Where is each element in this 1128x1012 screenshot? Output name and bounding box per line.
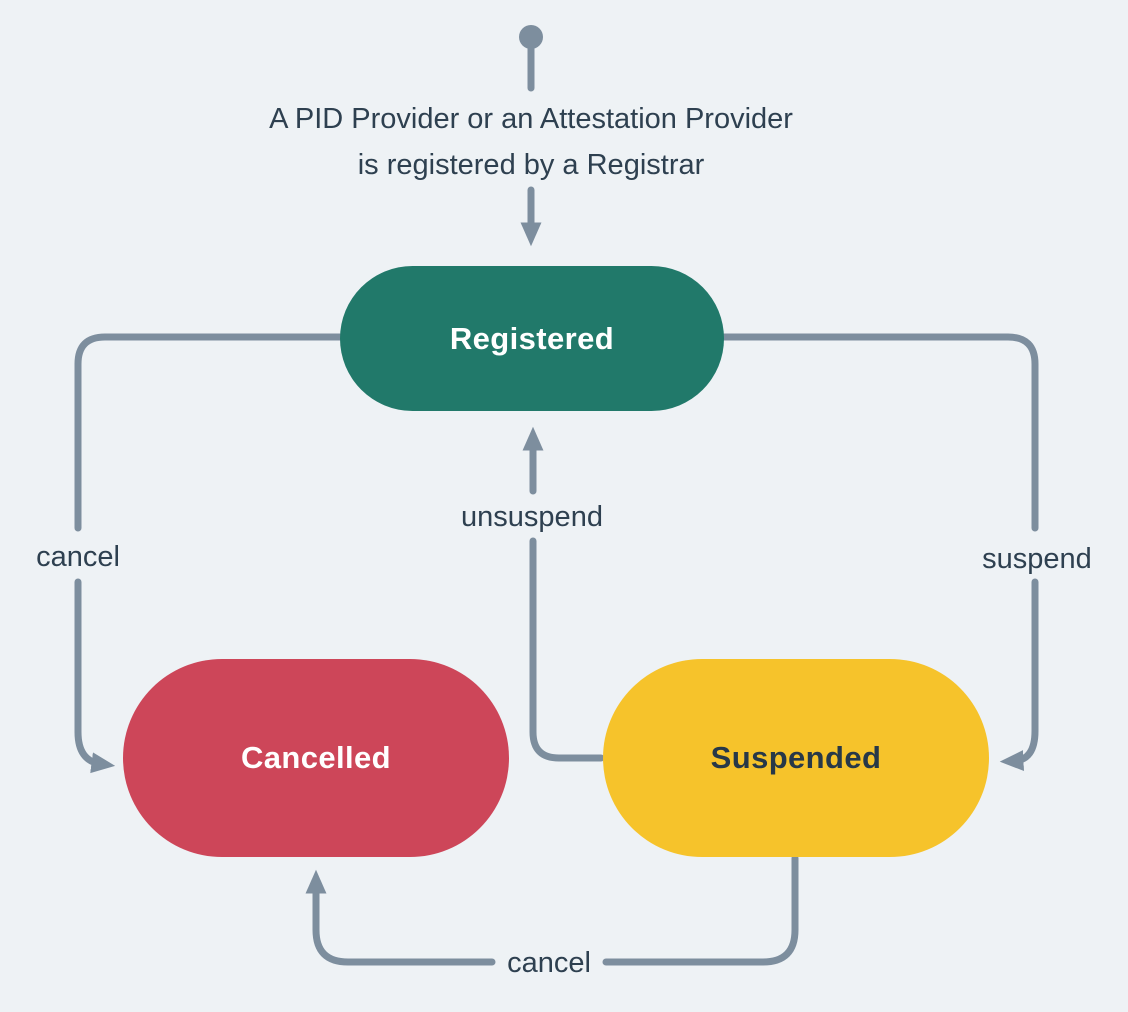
state-registered: Registered bbox=[340, 266, 724, 411]
transition-label-cancel-left: cancel bbox=[36, 541, 120, 573]
state-cancelled-label: Cancelled bbox=[240, 740, 392, 775]
transition-label-suspend: suspend bbox=[982, 543, 1092, 575]
edge-registered-to-suspended-upper bbox=[719, 333, 1039, 532]
transition-label-cancel-bottom: cancel bbox=[507, 947, 591, 979]
start-annotation-line-1: A PID Provider or an Attestation Provide… bbox=[269, 103, 793, 135]
state-suspended: Suspended bbox=[603, 659, 989, 857]
transition-label-unsuspend: unsuspend bbox=[461, 501, 603, 533]
edge-suspended-to-registered-lower bbox=[529, 537, 605, 762]
edge-registered-to-cancelled-lower bbox=[74, 578, 116, 774]
start-annotation-line-2: is registered by a Registrar bbox=[357, 149, 705, 181]
edge-registered-to-suspended-lower bbox=[999, 578, 1039, 772]
state-cancelled: Cancelled bbox=[123, 659, 509, 857]
edge-registered-to-cancelled-upper bbox=[74, 333, 344, 532]
start-annotation: A PID Provider or an Attestation Provide… bbox=[151, 96, 911, 188]
state-suspended-label: Suspended bbox=[710, 740, 882, 775]
edge-suspended-to-cancelled-right bbox=[602, 854, 799, 966]
start-node-dot bbox=[519, 25, 543, 49]
state-registered-label: Registered bbox=[449, 320, 615, 356]
edge-suspended-to-cancelled-left bbox=[305, 869, 496, 966]
